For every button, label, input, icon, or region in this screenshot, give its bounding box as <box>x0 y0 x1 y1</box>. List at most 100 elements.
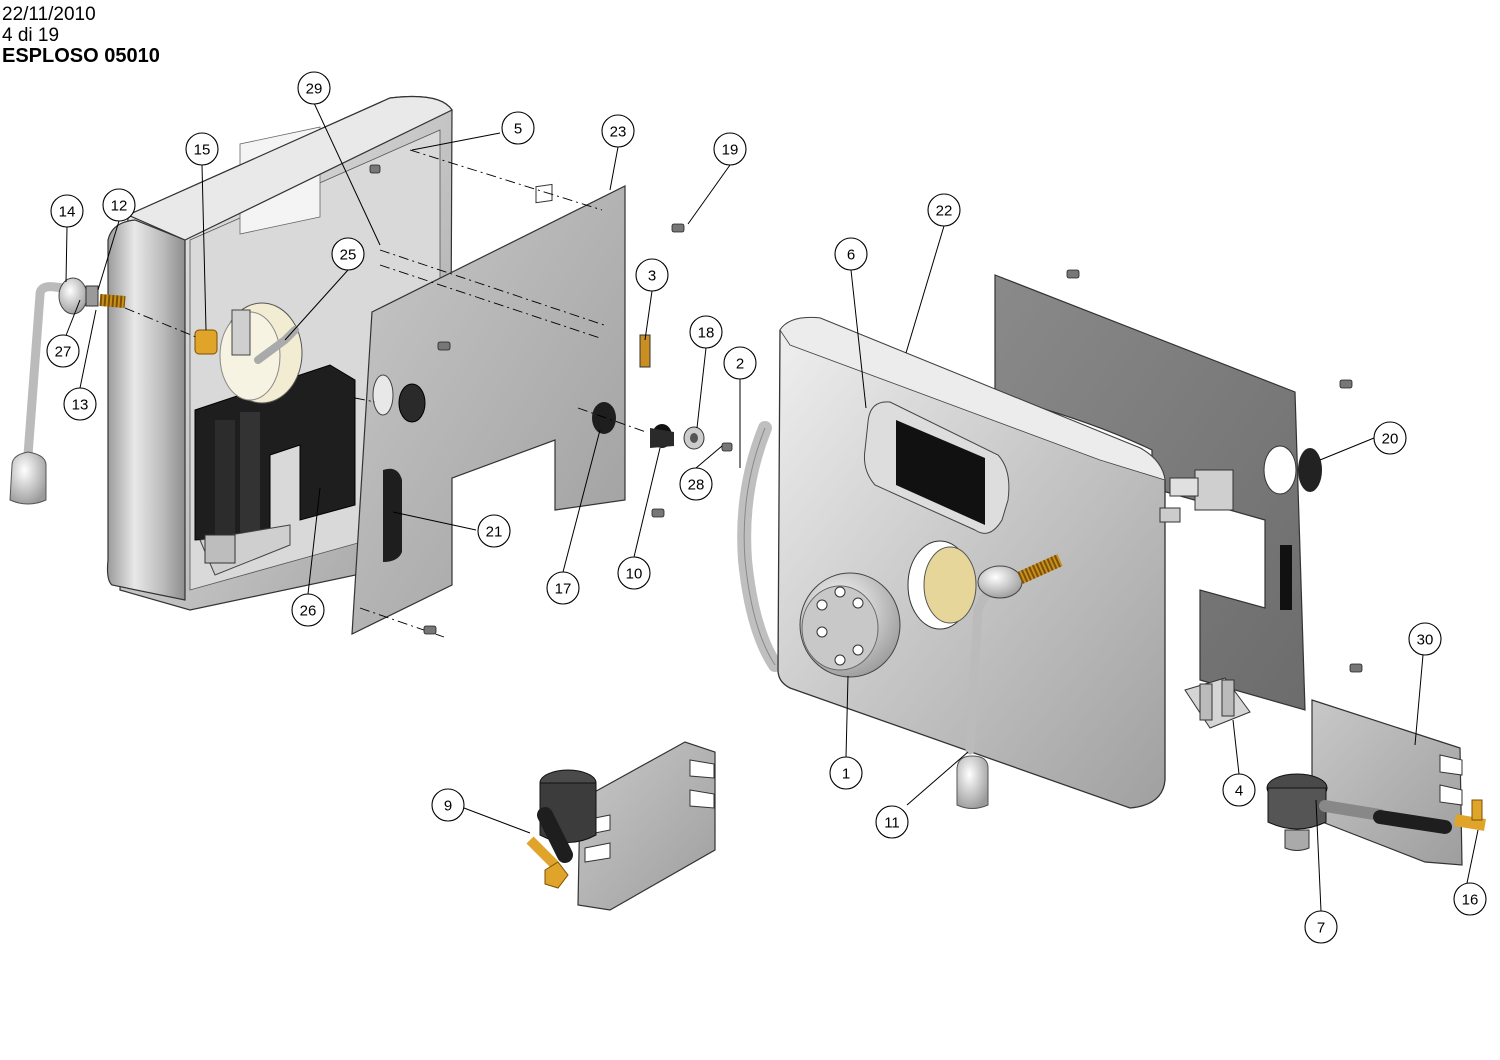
callout-label: 21 <box>486 524 503 541</box>
callout-circle <box>50 194 84 228</box>
callout-label: 3 <box>648 268 656 285</box>
callout-circle <box>501 111 535 145</box>
callout-label: 5 <box>514 121 522 138</box>
callout-14: 14 <box>50 194 84 228</box>
callout-label: 6 <box>847 247 855 264</box>
right-housing-22 <box>777 316 1166 809</box>
callout-16: 16 <box>1453 882 1487 916</box>
callout-18: 18 <box>689 315 723 349</box>
callout-10: 10 <box>617 556 651 590</box>
callout-circle <box>875 805 909 839</box>
steam-pipe-2 <box>737 421 782 672</box>
left-steam-wand-14 <box>9 277 126 505</box>
page-number: 4 di 19 <box>2 25 60 46</box>
callout-circle <box>1408 622 1442 656</box>
callout-29: 29 <box>297 71 331 105</box>
callout-circle <box>477 514 511 548</box>
callout-circle <box>713 132 747 166</box>
callout-4: 4 <box>1222 773 1256 807</box>
callout-label: 4 <box>1235 783 1243 800</box>
callout-label: 26 <box>300 603 317 620</box>
left-inner-panel-23 <box>351 183 705 635</box>
callout-1: 1 <box>829 756 863 790</box>
callout-label: 7 <box>1317 920 1325 937</box>
callout-6: 6 <box>834 237 868 271</box>
callout-circle <box>723 346 757 380</box>
callout-label: 11 <box>884 815 900 832</box>
drawing-date: 22/11/2010 <box>2 4 96 25</box>
callout-label: 12 <box>111 198 128 215</box>
callout-circle <box>679 467 713 501</box>
leader-lines <box>64 102 1479 912</box>
callout-label: 1 <box>842 766 850 783</box>
callout-circle <box>1304 910 1338 944</box>
callout-circle <box>102 188 136 222</box>
callout-15: 15 <box>185 132 219 166</box>
callout-circle <box>635 258 669 292</box>
drawing-title: ESPLOSO 05010 <box>2 45 160 67</box>
callout-19: 19 <box>713 132 747 166</box>
callout-label: 16 <box>1462 892 1479 909</box>
portafilter-7 <box>1266 773 1486 851</box>
callout-circle <box>1453 882 1487 916</box>
callout-circle <box>297 71 331 105</box>
part-callouts: 1234567910111213141516171819202122232526… <box>46 71 1487 944</box>
callout-23: 23 <box>601 114 635 148</box>
callout-17: 17 <box>546 571 580 605</box>
cup-bracket-30 <box>1311 699 1463 866</box>
callout-label: 28 <box>688 477 705 494</box>
callout-circle <box>185 132 219 166</box>
callout-label: 15 <box>194 142 211 159</box>
callout-circle <box>331 237 365 271</box>
callout-26: 26 <box>291 593 325 627</box>
callout-circle <box>291 593 325 627</box>
callout-circle <box>1222 773 1256 807</box>
callout-label: 20 <box>1382 431 1399 448</box>
callout-label: 17 <box>555 581 572 598</box>
callout-30: 30 <box>1408 622 1442 656</box>
callout-label: 2 <box>736 356 744 373</box>
callout-7: 7 <box>1304 910 1338 944</box>
callout-circle <box>601 114 635 148</box>
callout-circle <box>46 334 80 368</box>
callout-label: 30 <box>1417 632 1434 649</box>
transformer-26 <box>194 364 356 541</box>
callout-label: 13 <box>72 397 89 414</box>
drawing-header: 22/11/2010 4 di 19 ESPLOSO 05010 <box>2 4 160 67</box>
callout-27: 27 <box>46 334 80 368</box>
callout-circle <box>617 556 651 590</box>
callout-circle <box>829 756 863 790</box>
screws <box>369 164 1363 673</box>
callout-label: 22 <box>936 203 953 220</box>
callout-label: 9 <box>444 798 452 815</box>
callout-12: 12 <box>102 188 136 222</box>
callout-22: 22 <box>927 193 961 227</box>
callout-5: 5 <box>501 111 535 145</box>
callout-label: 23 <box>610 124 627 141</box>
callout-21: 21 <box>477 514 511 548</box>
right-steam-wand-11 <box>956 554 1063 809</box>
callout-label: 29 <box>306 81 323 98</box>
callout-circle <box>927 193 961 227</box>
callout-label: 10 <box>626 566 643 583</box>
callout-11: 11 <box>875 805 909 839</box>
callout-circle <box>431 788 465 822</box>
mounting-clip-4 <box>1184 677 1251 729</box>
callout-circle <box>1373 421 1407 455</box>
callout-label: 14 <box>59 204 76 221</box>
callout-13: 13 <box>63 387 97 421</box>
portafilter-9 <box>526 769 597 889</box>
callout-2: 2 <box>723 346 757 380</box>
callout-25: 25 <box>331 237 365 271</box>
callout-label: 25 <box>340 247 357 264</box>
callout-9: 9 <box>431 788 465 822</box>
callout-20: 20 <box>1373 421 1407 455</box>
callout-28: 28 <box>679 467 713 501</box>
callout-label: 18 <box>698 325 715 342</box>
right-tap-assembly <box>1159 469 1234 523</box>
callout-3: 3 <box>635 258 669 292</box>
cup-bracket-left <box>577 741 716 911</box>
callout-label: 19 <box>722 142 739 159</box>
callout-label: 27 <box>55 344 72 361</box>
